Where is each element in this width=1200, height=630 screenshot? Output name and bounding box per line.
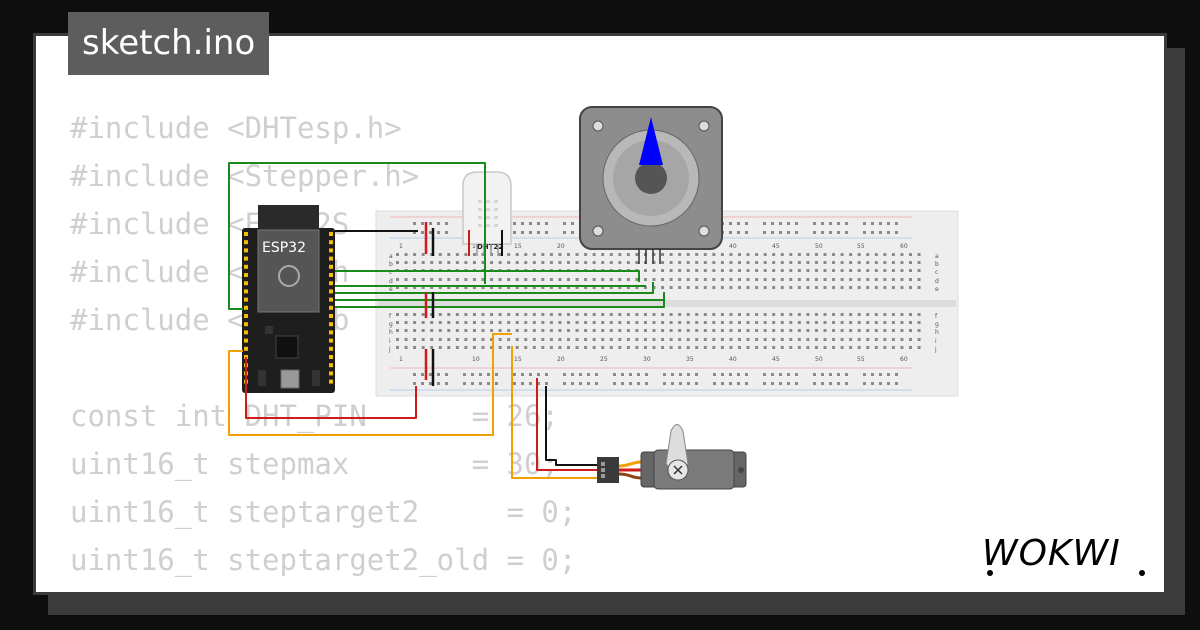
bb-row-h: h [389,329,393,336]
bb-num-20: 20 [557,243,565,250]
code-preview: #include <DHTesp.h>#include <Stepper.h>#… [70,104,576,584]
code-line-8: uint16_t stepmax = 30; [70,447,559,481]
wokwi-logo-text: WOKWI [982,533,1121,574]
dht22-sensor: DHT22 [462,171,512,256]
esp32-label: ESP32 [262,240,306,256]
bb-row-e-right: e [935,286,939,293]
bb-num-45: 45 [772,243,780,250]
espressif-logo-icon [278,265,300,287]
bb-row-j: j [388,346,391,353]
bb-row-i: i [389,338,391,345]
bb-num-35-bottom: 35 [686,356,694,363]
bb-num-60: 60 [900,243,908,250]
bb-row-b-right: b [935,261,939,268]
bb-num-1-bottom: 1 [399,356,403,363]
bb-num-15-bottom: 15 [514,356,522,363]
bb-row-b: b [389,261,393,268]
file-tab: sketch.ino [68,12,270,75]
servo-motor [597,424,747,490]
bb-num-40: 40 [729,243,737,250]
bb-row-d-right: d [935,278,939,285]
bb-row-g-right: g [935,321,939,328]
bb-num-20-bottom: 20 [557,356,565,363]
esp32-pins-right [329,232,333,384]
esp32-board: ESP32 [242,205,335,393]
bb-row-f: f [389,313,392,320]
code-line-2: #include <Stepper.h> [70,159,420,193]
bb-row-c-right: c [935,269,938,276]
bb-num-30-bottom: 30 [643,356,651,363]
wires [228,162,665,479]
code-line-10: uint16_t steptarget2_old = 0; [70,543,577,577]
bb-num-55: 55 [857,243,865,250]
bb-num-55-bottom: 55 [857,356,865,363]
bb-num-50: 50 [815,243,823,250]
code-line-9: uint16_t steptarget2 = 0; [70,495,577,529]
bb-num-10-bottom: 10 [472,356,480,363]
bb-num-60-bottom: 60 [900,356,908,363]
code-line-7: const int DHT_PIN = 26; [70,399,559,433]
bb-num-15: 15 [514,243,522,250]
bb-row-j-right: j [934,346,937,353]
stepper-motor [579,106,723,264]
bb-row-h-right: h [935,329,939,336]
code-line-1: #include <DHTesp.h> [70,111,402,145]
bb-row-f-right: f [935,313,938,320]
dht22-label: DHT22 [477,243,503,251]
bb-row-g: g [389,321,393,328]
bb-num-1: 1 [399,243,403,250]
bb-num-25-bottom: 25 [600,356,608,363]
bb-row-a-right: a [935,253,939,260]
bb-num-45-bottom: 45 [772,356,780,363]
wokwi-logo-icon: WOKWI [982,533,1145,576]
bb-num-10: 10 [472,243,480,250]
bb-row-a: a [389,253,393,260]
bb-row-i-right: i [935,338,937,345]
compass-needle-icon [639,117,663,165]
bb-row-d: d [389,278,393,285]
bb-num-40-bottom: 40 [729,356,737,363]
bb-num-50-bottom: 50 [815,356,823,363]
bb-row-c: c [389,269,392,276]
bb-row-e: e [389,286,393,293]
breadboard-row-letters: a b c d e f g h i j a b c d e f g h i j [388,253,939,353]
